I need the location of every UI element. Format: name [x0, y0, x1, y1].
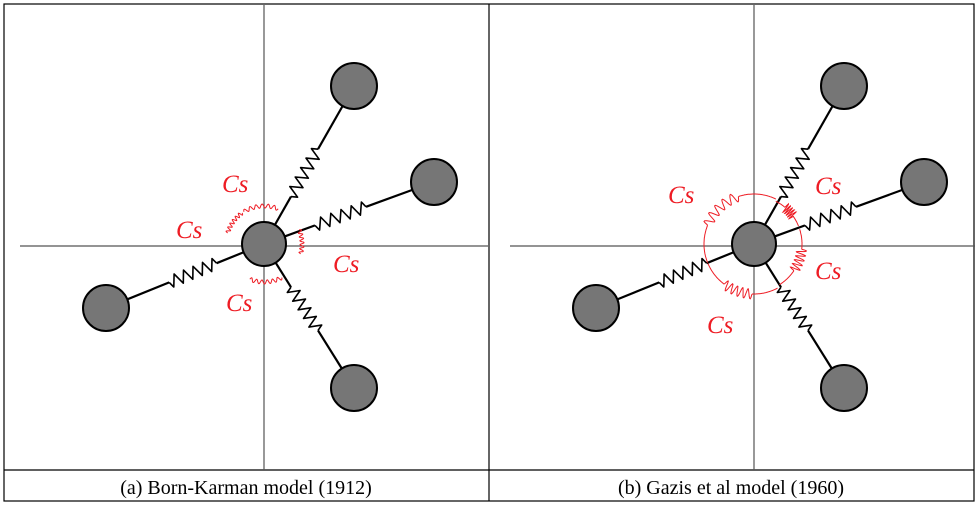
panel-a-cs-label-3: Cs [333, 251, 359, 278]
pa-bond-left-rod-inner [216, 251, 245, 265]
pb-bond-upper-spring [779, 147, 810, 198]
pb-atom-upper [820, 62, 868, 110]
pa-bond-left [126, 251, 245, 301]
pb-angular-spring-3 [779, 229, 808, 286]
panel-b-caption: (b) Gazis et al model (1960) [618, 477, 844, 499]
pa-bond-right-rod-inner [284, 224, 316, 238]
pa-bond-lower-rod-outer [317, 329, 343, 370]
pb-atom-center [731, 221, 777, 267]
pa-bond-right-spring [314, 201, 367, 231]
pa-atom-center [241, 221, 287, 267]
panel-b-cs-label-4: Cs [707, 312, 733, 339]
panel-b-cs-label-1: Cs [668, 182, 694, 209]
pa-angular-spring-1 [225, 212, 244, 234]
pa-bond-upper-rod-inner [273, 196, 292, 226]
panel-a-cs-label-4: Cs [226, 290, 252, 317]
pa-angular-spring-3 [297, 229, 305, 255]
panel-b-bonds [616, 105, 903, 370]
pb-bond-upper [763, 105, 834, 226]
panel-a-caption: (a) Born-Karman model (1912) [120, 477, 372, 499]
pa-bond-left-rod-outer [126, 281, 170, 301]
pb-bond-lower-rod-outer [807, 329, 833, 370]
panel-b-cs-label-3: Cs [815, 258, 841, 285]
pb-bond-lower [764, 262, 833, 370]
pb-bond-right-spring [804, 201, 857, 231]
panel-a-angular-springs [225, 203, 305, 285]
panel-a-atoms [82, 62, 458, 412]
pb-bond-left-rod-inner [706, 251, 735, 265]
pb-bond-left [616, 251, 735, 301]
pb-bond-lower-rod-inner [764, 262, 782, 288]
panel-a-cs-label-2: Cs [176, 217, 202, 244]
panel-b-atoms [572, 62, 948, 412]
pa-bond-upper [273, 105, 344, 226]
pa-atom-right [410, 158, 458, 206]
pa-atom-lower [330, 364, 378, 412]
panel-b-cs-label-2: Cs [815, 173, 841, 200]
pa-bond-left-spring [168, 257, 218, 288]
pb-bond-right-rod-inner [774, 224, 806, 238]
panel-b: Cs Cs Cs Cs (b) Gazis et al model (1960) [510, 5, 975, 499]
pb-angular-spring-2 [775, 200, 799, 227]
pa-bond-upper-rod-outer [317, 105, 344, 150]
pa-bond-lower-rod-inner [274, 262, 292, 288]
pb-atom-right [900, 158, 948, 206]
pa-bond-right [284, 188, 413, 238]
pa-bond-right-rod-outer [365, 188, 413, 208]
pb-bond-lower-spring [776, 286, 813, 331]
pa-bond-upper-spring [289, 147, 320, 198]
panel-a-bonds [126, 105, 413, 370]
pb-angular-spring-4 [707, 263, 778, 300]
pa-angular-spring-2 [243, 203, 279, 213]
pb-atom-lower [820, 364, 868, 412]
pa-bond-lower-spring [286, 286, 323, 331]
panel-a-cs-label-1: Cs [222, 171, 248, 198]
pa-atom-left [82, 284, 130, 332]
pa-bond-lower [274, 262, 343, 370]
pb-bond-upper-rod-outer [807, 105, 834, 150]
panel-b-angular-springs [703, 193, 808, 300]
pa-angular-spring-4 [249, 276, 283, 285]
pb-atom-left [572, 284, 620, 332]
pb-bond-right-rod-outer [855, 188, 903, 208]
pb-angular-spring-1 [703, 193, 777, 263]
panel-a: Cs Cs Cs Cs (a) Born-Karman model (1912) [20, 5, 488, 499]
pb-bond-upper-rod-inner [763, 196, 782, 226]
pb-bond-left-rod-outer [616, 281, 660, 301]
pa-atom-upper [330, 62, 378, 110]
pb-bond-left-spring [658, 257, 708, 288]
pb-bond-right [774, 188, 903, 238]
